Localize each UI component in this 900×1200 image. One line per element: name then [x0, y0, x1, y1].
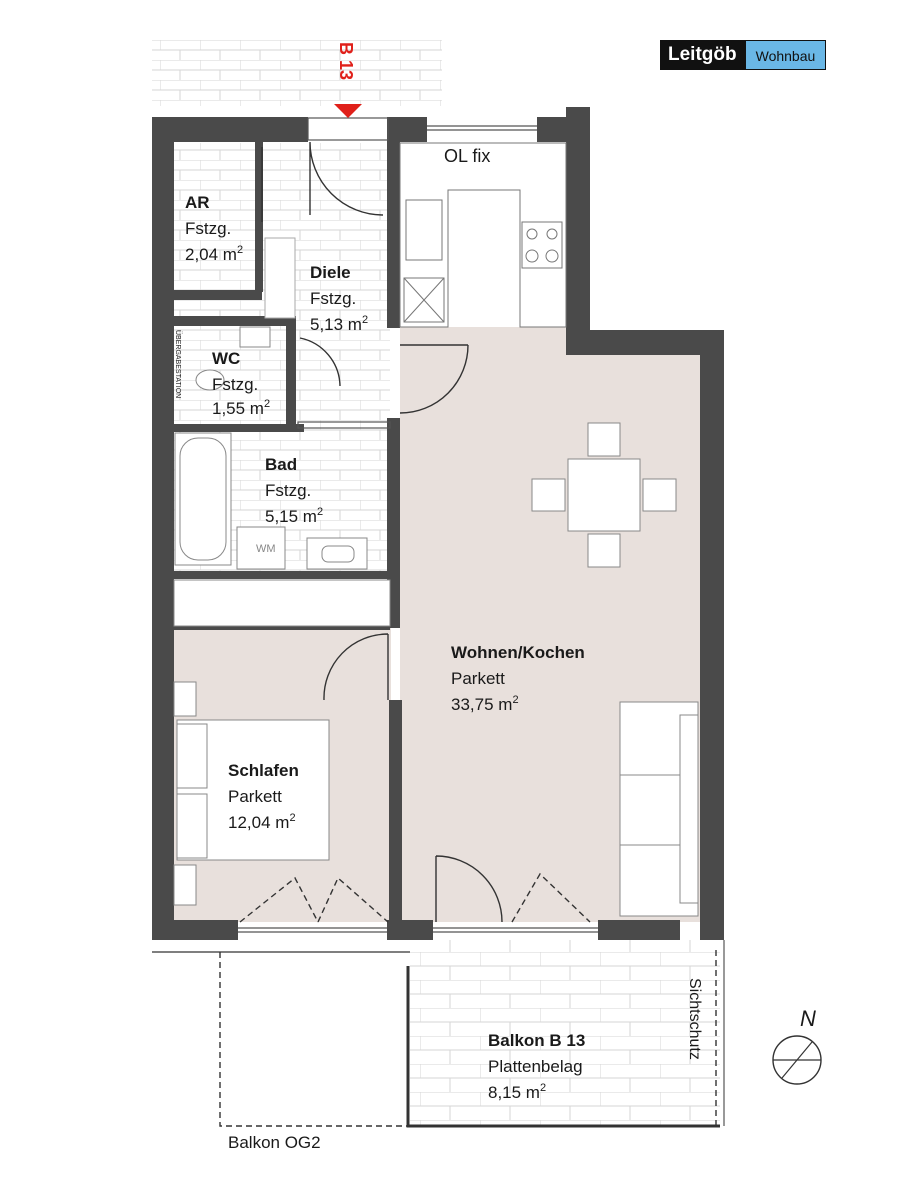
room-floor: Parkett [228, 787, 282, 806]
washer-label: WM [256, 543, 276, 555]
room-wohnen-kochen: Wohnen/Kochen Parkett 33,75 m2 [451, 643, 585, 714]
bed [173, 681, 330, 906]
room-area: 5,13 m [310, 315, 362, 334]
room-balkon: Balkon B 13 Plattenbelag 8,15 m2 [488, 1031, 585, 1102]
room-floor: Plattenbelag [488, 1057, 583, 1076]
brand-name: Leitgöb [660, 40, 745, 70]
window-note: OL fix [444, 146, 490, 166]
area-unit: 2 [362, 314, 368, 326]
room-area: 8,15 m [488, 1083, 540, 1102]
entrance-marker-icon [334, 104, 362, 118]
room-wc: WC Fstzg. 1,55 m2 [212, 349, 270, 418]
wardrobe [173, 579, 391, 627]
wc-fixtures [195, 326, 271, 391]
balcony-tiles [410, 940, 720, 1126]
bath-fixtures [174, 432, 368, 570]
room-bad: Bad Fstzg. 5,15 m2 [265, 455, 323, 526]
room-name: Bad [265, 455, 297, 474]
room-name: Balkon B 13 [488, 1031, 585, 1050]
room-area: 12,04 m [228, 813, 289, 832]
room-ar: AR Fstzg. 2,04 m2 [185, 193, 243, 264]
brand-logo: Leitgöb Wohnbau [660, 40, 827, 70]
room-diele: Diele Fstzg. 5,13 m2 [310, 263, 368, 334]
area-unit: 2 [512, 694, 518, 706]
room-name: Schlafen [228, 761, 299, 780]
sofa [619, 701, 699, 917]
room-area: 2,04 m [185, 245, 237, 264]
room-floor: Fstzg. [265, 481, 311, 500]
svg-text:33,75 m2: 33,75 m2 [451, 694, 519, 714]
svg-text:12,04 m2: 12,04 m2 [228, 812, 296, 832]
room-name: Diele [310, 263, 351, 282]
wardrobe-diele [264, 237, 296, 319]
area-unit: 2 [289, 812, 295, 824]
doors [239, 141, 591, 923]
dining-table [531, 422, 677, 568]
room-name: AR [185, 193, 210, 212]
svg-text:5,15 m2: 5,15 m2 [265, 506, 323, 526]
compass-icon: N [772, 1006, 822, 1085]
area-unit: 2 [317, 506, 323, 518]
room-area: 1,55 m [212, 399, 264, 418]
room-floor: Fstzg. [212, 375, 258, 394]
room-floor: Parkett [451, 669, 505, 688]
area-unit: 2 [264, 398, 270, 410]
room-schlafen: Schlafen Parkett 12,04 m2 [228, 761, 299, 832]
svg-text:5,13 m2: 5,13 m2 [310, 314, 368, 334]
north-label: N [800, 1006, 816, 1031]
svg-text:8,15 m2: 8,15 m2 [488, 1082, 546, 1102]
kitchen [399, 142, 567, 328]
balcony-outline [152, 940, 725, 1128]
outdoor-tiles-top [152, 40, 442, 106]
brand-subtitle: Wohnbau [744, 40, 827, 70]
room-floor: Fstzg. [310, 289, 356, 308]
privacy-screen-label: Sichtschutz [686, 978, 703, 1060]
lower-balcony-label: Balkon OG2 [228, 1133, 321, 1152]
area-unit: 2 [237, 244, 243, 256]
handover-station-label: ÜBERGABESTATION [174, 330, 182, 398]
room-area: 5,15 m [265, 507, 317, 526]
room-name: Wohnen/Kochen [451, 643, 585, 662]
unit-marker: B 13 [336, 42, 356, 80]
area-unit: 2 [540, 1082, 546, 1094]
walls [152, 107, 724, 940]
room-area: 33,75 m [451, 695, 512, 714]
room-name: WC [212, 349, 240, 368]
svg-text:1,55 m2: 1,55 m2 [212, 398, 270, 418]
svg-text:2,04 m2: 2,04 m2 [185, 244, 243, 264]
room-floor: Fstzg. [185, 219, 231, 238]
